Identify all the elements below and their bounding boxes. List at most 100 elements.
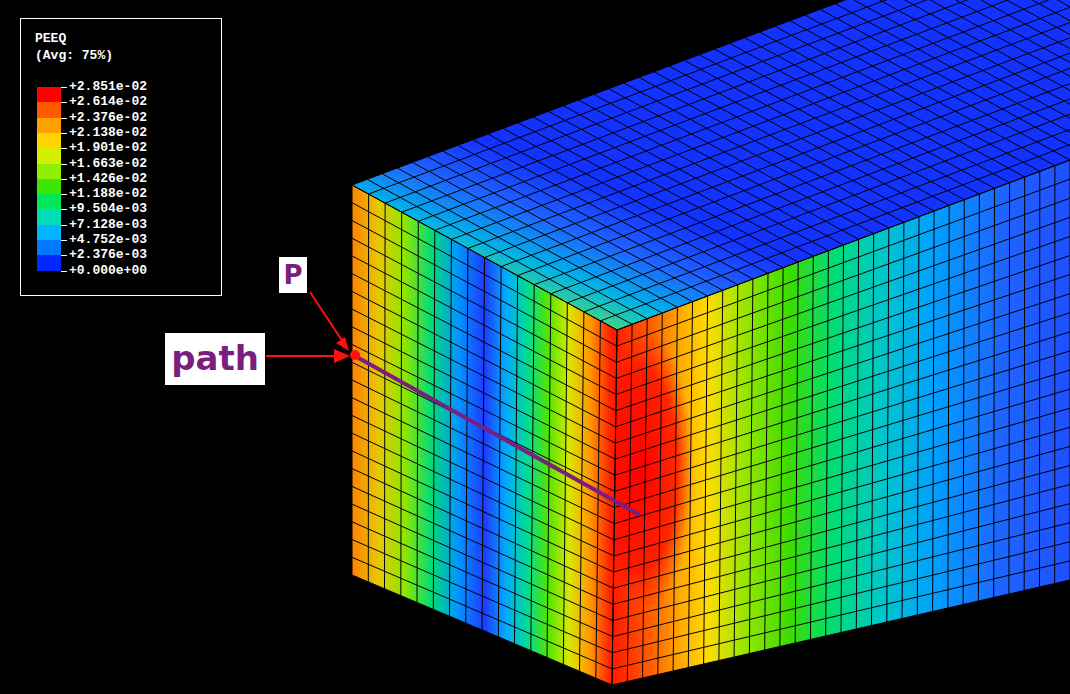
legend-swatch <box>37 87 61 103</box>
legend-tick <box>61 164 67 165</box>
mesh-line <box>533 117 798 262</box>
legend-value: +2.138e-02 <box>69 126 147 140</box>
mesh-lines <box>352 0 1070 685</box>
legend-title: PEEQ <box>35 32 66 46</box>
mesh-line <box>1032 0 1070 75</box>
legend-swatch <box>37 240 61 256</box>
legend-swatch <box>37 102 61 118</box>
legend-tick <box>61 133 67 134</box>
mesh-line <box>684 60 949 205</box>
mesh-line <box>639 77 904 222</box>
mesh-line <box>352 185 617 330</box>
mesh-line <box>760 32 1025 177</box>
mesh-line <box>352 575 612 685</box>
mesh-line <box>624 83 889 228</box>
legend-tick <box>61 271 67 272</box>
mesh-line <box>548 111 813 256</box>
mesh-line <box>615 332 1070 475</box>
mesh-line <box>850 0 1070 143</box>
mesh-line <box>428 157 693 302</box>
legend-tick <box>61 179 67 180</box>
mesh-line <box>926 0 1070 115</box>
mesh-line <box>613 523 1070 637</box>
callout-label: path <box>171 340 259 377</box>
legend-value: +1.901e-02 <box>69 141 147 155</box>
mesh-line <box>488 134 753 279</box>
mesh-line <box>612 561 1070 669</box>
mesh-line <box>473 140 738 285</box>
mesh-line <box>654 72 919 217</box>
callout-box: path <box>165 333 265 385</box>
mesh-line <box>579 100 844 245</box>
mesh-line <box>352 291 616 426</box>
legend-value: +0.000e+00 <box>69 264 147 278</box>
mesh-line <box>468 0 1070 248</box>
legend-value: +2.376e-02 <box>69 111 147 125</box>
legend-tick <box>61 102 67 103</box>
legend-swatch <box>37 209 61 225</box>
left-face <box>352 185 617 685</box>
mesh-line <box>352 451 614 572</box>
mesh-line <box>1016 0 1070 81</box>
mesh-line <box>745 38 1010 183</box>
mesh-line <box>352 469 613 589</box>
mesh-line <box>617 198 1070 362</box>
mesh-line <box>614 446 1070 572</box>
mesh-line <box>594 94 859 239</box>
mesh-line <box>835 4 1070 149</box>
mesh-line <box>567 31 1070 303</box>
mesh-line <box>501 0 1070 267</box>
legend-tick <box>61 209 67 210</box>
legend-swatch <box>37 179 61 195</box>
mesh-line <box>971 0 1070 98</box>
mesh-line <box>451 0 1070 239</box>
mesh-line <box>382 174 647 319</box>
mesh-line <box>617 58 1070 330</box>
leader-arrow <box>310 292 343 342</box>
mesh-line <box>612 580 1070 685</box>
legend-value: +4.752e-03 <box>69 233 147 247</box>
legend-swatch <box>37 255 61 271</box>
legend-box: PEEQ(Avg: 75%)+2.851e-02+2.614e-02+2.376… <box>20 18 222 296</box>
mesh-line <box>614 427 1070 556</box>
legend-tick <box>61 225 67 226</box>
mesh-line <box>615 370 1070 508</box>
mesh-line <box>352 256 616 395</box>
mesh-line <box>730 43 995 188</box>
arrow-head <box>336 337 349 351</box>
mesh-line <box>352 522 613 637</box>
mesh-line <box>609 89 874 234</box>
mesh-line <box>352 345 615 476</box>
mesh-line <box>714 49 979 194</box>
legend-value: +9.504e-03 <box>69 202 147 216</box>
mesh-line <box>790 21 1055 166</box>
legend-swatch <box>37 118 61 134</box>
mesh-line <box>881 0 1070 132</box>
mesh-line <box>518 123 783 268</box>
legend-value: +2.376e-03 <box>69 248 147 262</box>
legend-swatch <box>37 164 61 180</box>
legend-tick <box>61 87 67 88</box>
mesh-line <box>352 433 614 556</box>
mesh-line <box>614 389 1070 523</box>
mesh-line <box>352 327 615 459</box>
mesh-line <box>458 145 723 290</box>
mesh-line <box>615 351 1070 492</box>
mesh-line <box>352 380 615 508</box>
mesh-line <box>563 106 828 251</box>
legend-tick <box>61 194 67 195</box>
mesh-line <box>616 256 1070 411</box>
mesh-line <box>352 540 613 653</box>
legend-swatch <box>37 225 61 241</box>
mesh-line <box>613 466 1070 589</box>
mesh-line <box>352 398 614 524</box>
mesh-line <box>485 0 1070 258</box>
legend-value: +1.188e-02 <box>69 187 147 201</box>
mesh-line <box>775 26 1040 171</box>
callout-box: P <box>279 257 307 293</box>
callout-label: P <box>283 261 302 290</box>
mesh-line <box>615 313 1070 459</box>
mesh-line <box>820 9 1070 154</box>
mesh-line <box>986 0 1070 92</box>
mesh-line <box>503 128 768 273</box>
